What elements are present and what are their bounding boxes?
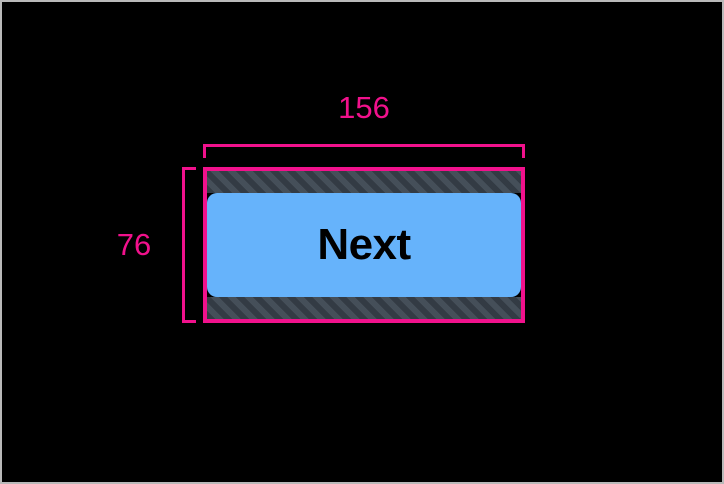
padding-hatch-band-bottom <box>207 297 521 319</box>
padding-hatch-band-top <box>207 171 521 193</box>
measured-element-outline: Next <box>203 167 525 323</box>
height-dimension-value: 76 <box>116 227 152 262</box>
next-button-label: Next <box>317 220 411 269</box>
next-button[interactable]: Next <box>207 193 521 297</box>
width-dimension-value: 156 <box>338 90 390 125</box>
width-dimension-bracket <box>203 144 525 158</box>
height-dimension-bracket <box>182 167 196 323</box>
